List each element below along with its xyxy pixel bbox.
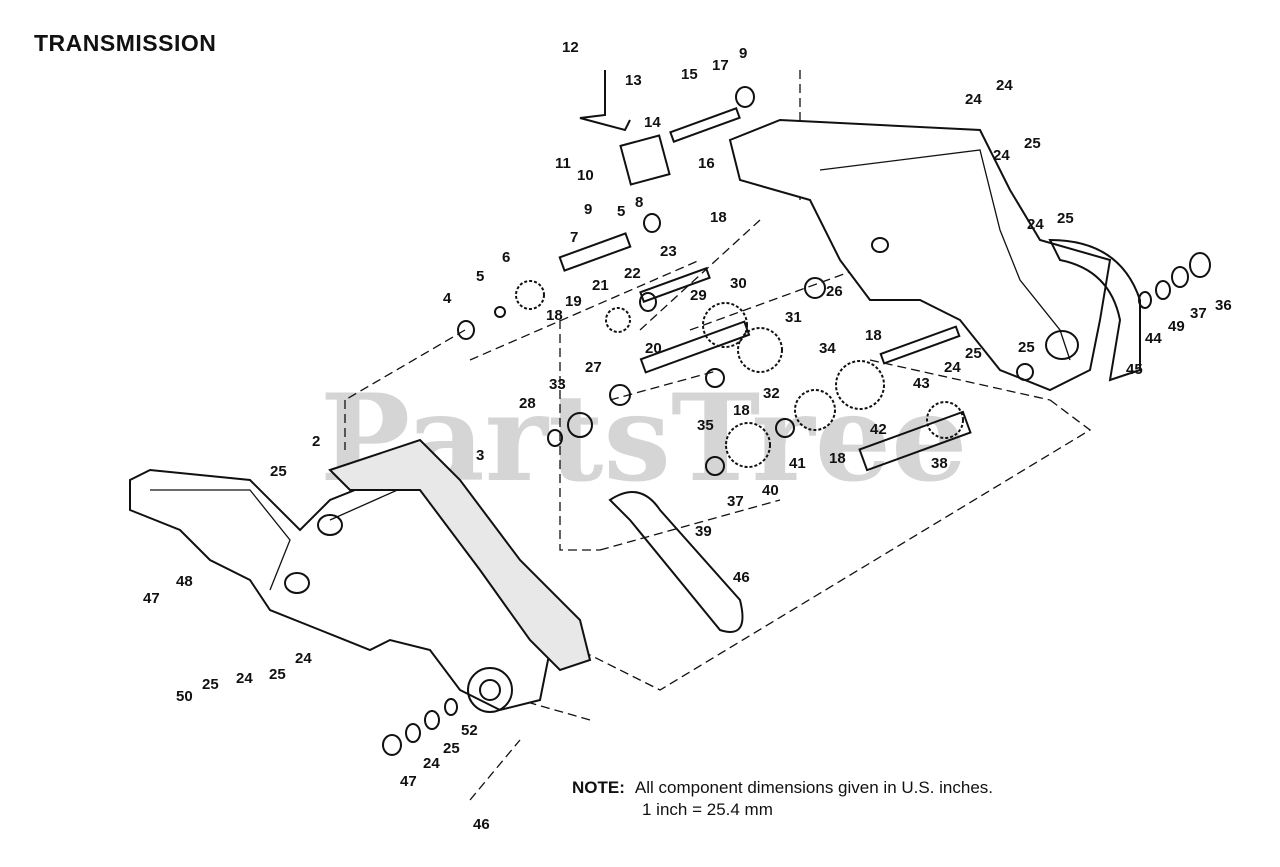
- callout: 2: [312, 433, 320, 450]
- callout: 46: [733, 569, 750, 586]
- right-cover-48: [1048, 238, 1141, 382]
- callout: 24: [295, 650, 312, 667]
- sprocket-29: [702, 302, 748, 348]
- callout: 40: [762, 482, 779, 499]
- callout: 25: [1018, 339, 1035, 356]
- callout: 52: [461, 722, 478, 739]
- callout: 15: [681, 66, 698, 83]
- bracket-14: [619, 134, 671, 186]
- callout: 25: [443, 740, 460, 757]
- gear-21: [605, 307, 631, 333]
- callout: 24: [944, 359, 961, 376]
- callout: 18: [865, 327, 882, 344]
- callout: 25: [269, 666, 286, 683]
- callout: 16: [698, 155, 715, 172]
- sprocket-49-gear: [926, 401, 964, 439]
- callout: 49: [1168, 318, 1185, 335]
- callout: 44: [1145, 330, 1162, 347]
- callout: 10: [577, 167, 594, 184]
- callout: 12: [562, 39, 579, 56]
- diagram-title: TRANSMISSION: [34, 30, 217, 56]
- callout: 21: [592, 277, 609, 294]
- callout: 13: [625, 72, 642, 89]
- callout: 25: [965, 345, 982, 362]
- callout: 25: [270, 463, 287, 480]
- callout: 37: [727, 493, 744, 510]
- callout: 9: [584, 201, 592, 218]
- sprocket-33: [737, 327, 783, 373]
- callout: 7: [570, 229, 578, 246]
- callouts: 12 13 15 17 9 14 11 10 16 9 8 5 7 18 23 …: [143, 39, 1232, 833]
- gasket-3: [328, 438, 592, 672]
- note-label: NOTE:: [572, 778, 625, 797]
- callout: 48: [176, 573, 193, 590]
- callout: 24: [993, 147, 1010, 164]
- callout: 29: [690, 287, 707, 304]
- callout: 22: [624, 265, 641, 282]
- callout: 36: [1215, 297, 1232, 314]
- callout: 3: [476, 447, 484, 464]
- callout: 39: [695, 523, 712, 540]
- callout: 23: [660, 243, 677, 260]
- shaft-41: [879, 325, 961, 365]
- chain-50: [608, 491, 744, 633]
- dimensions-note: NOTE: All component dimensions given in U…: [572, 777, 993, 821]
- callout: 25: [202, 676, 219, 693]
- note-line-1: All component dimensions given in U.S. i…: [634, 778, 994, 797]
- callout: 27: [585, 359, 602, 376]
- callout: 46: [473, 816, 490, 833]
- sprocket-40: [835, 360, 885, 410]
- callout: 42: [870, 421, 887, 438]
- callout: 5: [476, 268, 484, 285]
- callout: 19: [565, 293, 582, 310]
- callout: 18: [710, 209, 727, 226]
- callout: 4: [443, 290, 452, 307]
- callout: 25: [1024, 135, 1041, 152]
- callout: 18: [733, 402, 750, 419]
- callout: 35: [697, 417, 714, 434]
- callout: 37: [1190, 305, 1207, 322]
- callout: 5: [617, 203, 625, 220]
- callout: 47: [143, 590, 160, 607]
- callout: 24: [423, 755, 440, 772]
- callout: 14: [644, 114, 661, 131]
- callout: 18: [546, 307, 563, 324]
- callout: 45: [1126, 361, 1143, 378]
- callout: 43: [913, 375, 930, 392]
- note-line-2: 1 inch = 25.4 mm: [642, 800, 773, 819]
- callout: 47: [400, 773, 417, 790]
- callout: 33: [549, 376, 566, 393]
- right-housing-plate: [728, 118, 1112, 392]
- callout: 38: [931, 455, 948, 472]
- callout: 8: [635, 194, 643, 211]
- callout: 25: [1057, 210, 1074, 227]
- callout: 11: [555, 155, 571, 172]
- callout: 50: [176, 688, 193, 705]
- callout: 24: [965, 91, 982, 108]
- callout: 6: [502, 249, 510, 266]
- callout: 30: [730, 275, 747, 292]
- callout: 20: [645, 340, 662, 357]
- sprocket-38: [725, 422, 771, 468]
- callout: 24: [1027, 216, 1044, 233]
- callout: 18: [829, 450, 846, 467]
- shaft-7: [558, 232, 632, 272]
- callout: 32: [763, 385, 780, 402]
- callout: 34: [819, 340, 836, 357]
- callout: 41: [789, 455, 806, 472]
- callout: 28: [519, 395, 536, 412]
- shaft-16: [669, 107, 741, 143]
- callout: 24: [996, 77, 1013, 94]
- callout: 9: [739, 45, 747, 62]
- shaft-33: [639, 320, 751, 374]
- sprocket-39: [794, 389, 836, 431]
- callout: 17: [712, 57, 729, 74]
- callout: 31: [785, 309, 802, 326]
- callout: 26: [826, 283, 843, 300]
- shaft-49: [858, 410, 972, 472]
- gear-6: [515, 280, 545, 310]
- callout: 24: [236, 670, 253, 687]
- shift-lever-13: [579, 70, 631, 132]
